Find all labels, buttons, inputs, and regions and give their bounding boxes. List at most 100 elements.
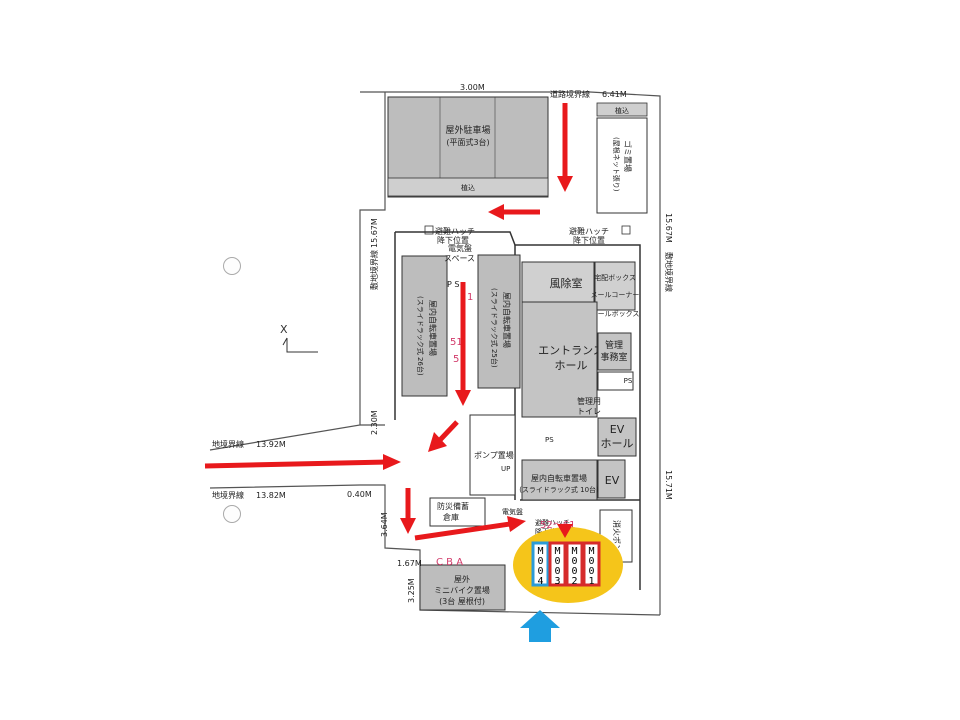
site-upper-label: 地境界線: [212, 439, 244, 449]
meter-char: 3: [554, 576, 560, 587]
lower-rooms: ポンプ置場 UP 屋内自転車置場 (スライドラック式 10台) 防災備蓄 倉庫 …: [419, 414, 633, 611]
meter-char: 0: [571, 556, 577, 567]
tick-note-c: 5: [453, 354, 459, 365]
meter-char: 0: [537, 566, 543, 577]
site-left-label: 敷地境界線: [369, 250, 379, 290]
punch-hole-top: [223, 257, 241, 275]
meter-char: 4: [537, 576, 543, 587]
mgmt-toilet-2: トイレ: [577, 407, 601, 416]
top-dim: 3.00M: [460, 83, 485, 92]
indoor-bike-left-sub: (スライドラック式 26台): [416, 296, 425, 376]
right-dim: 15.71M: [664, 470, 673, 500]
dim-040: 0.40M: [347, 490, 372, 499]
indoor-bike-middle: 屋内自転車置場 (スライドラック式 25台): [477, 254, 521, 389]
meter-char: 2: [571, 576, 577, 587]
flow-arrows: [204, 103, 573, 541]
meter-char: 0: [588, 566, 594, 577]
meter-char: 1: [588, 576, 594, 587]
meter-char: 0: [571, 566, 577, 577]
outdoor-parking-sub: (平面式3台): [446, 137, 489, 147]
hatch-left-2: 降下位置: [437, 235, 469, 245]
site-right-dim: 15.67M: [664, 213, 673, 243]
electric-space-2: スペース: [444, 254, 475, 263]
mailbox-label: メールボックス: [591, 310, 640, 318]
site-lower-label: 地境界線: [212, 490, 244, 500]
cba-note: C B A: [436, 557, 463, 568]
punch-hole-bottom: [223, 505, 241, 523]
electric-lower: 電気盤: [502, 507, 523, 516]
mgmt-toilet-1: 管理用: [577, 396, 601, 406]
axis-x-label: X: [280, 323, 288, 336]
entrance-hall-label-1: エントランス: [538, 344, 604, 357]
meter-box-1: [531, 541, 550, 587]
hatch-left-1: 避難ハッチ: [435, 226, 475, 236]
dim-364: 3.64M: [380, 512, 389, 537]
site-right-label: 敷地境界線: [664, 252, 674, 292]
dim-325: 3.25M: [407, 578, 416, 603]
mail-corner-label: メールコーナー: [591, 291, 640, 299]
meter-char: 0: [588, 556, 594, 567]
meter-char: 0: [554, 556, 560, 567]
outdoor-bike-2: ミニバイク置場: [434, 585, 490, 595]
entrance-hall-label-2: ホール: [555, 359, 588, 372]
outdoor-parking: 屋外駐車場 (平面式3台) 植込: [387, 96, 549, 198]
meter-char: M: [588, 546, 594, 557]
dim-230: 2.30M: [370, 410, 379, 435]
dim-167: 1.67M: [397, 559, 422, 568]
ev-hall-label-2: ホール: [601, 437, 634, 450]
indoor-bike-left: 屋内自転車置場 (スライドラック式 26台): [401, 255, 448, 397]
outdoor-bike-1: 屋外: [454, 574, 470, 584]
electric-space-1: 電気盤: [448, 243, 472, 253]
planting-label-a: 植込: [461, 183, 475, 192]
meter-box-2: [548, 541, 567, 587]
meter-char: 0: [554, 566, 560, 577]
indoor-bike-lower-sub: (スライドラック式 10台): [519, 485, 599, 494]
fire-pump-label: 消火ポンプ室: [612, 520, 622, 568]
axis-mark: [282, 337, 318, 353]
meter-char: M: [571, 546, 577, 557]
road-boundary-label: 道路境界線: [550, 89, 590, 99]
meter-char: M: [554, 546, 560, 557]
meter-box-4: [582, 541, 601, 587]
entry-arrow-blue: [520, 610, 560, 642]
planting-label-b: 植込: [615, 106, 629, 115]
road-boundary-dim: 6.41M: [602, 90, 627, 99]
hatch-labels: 避難ハッチ 降下位置 電気盤 スペース P S 避難ハッチ 降下位置: [424, 225, 631, 289]
site-lower-dim: 13.82M: [256, 491, 286, 500]
ps-label-c: PS: [545, 436, 554, 444]
tick-note-a: 1: [467, 292, 473, 303]
garbage-sub: (屋根ネット張り): [612, 137, 621, 192]
outdoor-bike-3: (3台 屋根付): [439, 596, 485, 606]
management-label-2: 事務室: [600, 351, 627, 363]
outdoor-parking-label: 屋外駐車場: [445, 124, 490, 136]
ev-label: EV: [605, 474, 620, 487]
up-label: UP: [501, 465, 510, 473]
site-upper-dim: 13.92M: [256, 440, 286, 449]
garbage-area: 植込 ゴミ置場 (屋根ネット張り): [596, 102, 648, 214]
windbreak-label: 風除室: [550, 276, 583, 290]
indoor-bike-mid-label: 屋内自転車置場: [502, 292, 512, 348]
indoor-bike-lower-label: 屋内自転車置場: [531, 473, 587, 483]
meter-box-3: [565, 541, 584, 587]
meter-char: 0: [537, 556, 543, 567]
indoor-bike-mid-sub: (スライドラック式 25台): [490, 288, 499, 368]
indoor-bike-left-label: 屋内自転車置場: [428, 300, 438, 356]
hatch-right-2: 降下位置: [573, 235, 605, 245]
ev-hall-label-1: EV: [610, 423, 625, 436]
delivery-box-label: 宅配ボックス: [594, 273, 636, 282]
ps-label-a: P S: [447, 280, 459, 289]
disaster-store-2: 倉庫: [443, 512, 459, 522]
tick-note-b: 51: [450, 337, 463, 348]
hatch-right-1: 避難ハッチ: [569, 226, 609, 236]
entrance-area: 風除室 宅配ボックス メールコーナー メールボックス エントランス ホール 管理…: [521, 261, 640, 499]
site-left-dim: 15.67M: [370, 218, 379, 248]
meter-char: M: [537, 546, 543, 557]
disaster-store-1: 防災備蓄: [437, 501, 469, 511]
pump-label: ポンプ置場: [474, 450, 514, 460]
slot-range-note: 52～61: [540, 520, 575, 531]
ps-label-b: PS: [624, 377, 633, 385]
garbage-label: ゴミ置場: [623, 140, 633, 172]
boundary-labels: 道路境界線 6.41M 3.00M 15.67M 敷地境界線 15.67M 敷地…: [212, 83, 674, 603]
